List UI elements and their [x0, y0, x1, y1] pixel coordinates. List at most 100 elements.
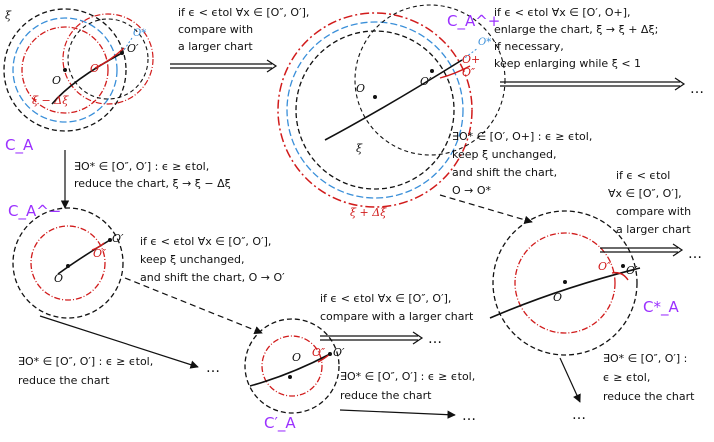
c-a-red-circle — [21, 26, 109, 114]
c-a-xi-minus-label: ξ − Δξ — [32, 94, 69, 107]
text-star-larger: if ϵ < ϵtol ∀x ∈ [O″, O′], compare with … — [608, 169, 691, 236]
c-a-odprime-label: O″ — [90, 62, 104, 75]
top1-line1: if ϵ < ϵtol ∀x ∈ [O″, O′], — [178, 6, 309, 19]
c-a-oprime-label: O′ — [127, 42, 139, 55]
c-a-blue-line — [121, 37, 133, 54]
text-star-reduce: ∃O* ∈ [O″, O′] : ϵ ≥ ϵtol, reduce the ch… — [603, 352, 695, 403]
c-a-label: C_A — [5, 136, 34, 155]
c-a-prime-o-dot — [288, 375, 292, 379]
star-larger-line3: compare with — [616, 205, 691, 218]
c-a-plus-oplus-label: O+ — [462, 53, 480, 66]
text-bottom-left: ∃O* ∈ [O″, O′] : ϵ ≥ ϵtol, reduce the ch… — [18, 355, 153, 387]
top1-line3: a larger chart — [178, 40, 253, 53]
arrow-top1-head — [266, 59, 278, 73]
c-a-blue-circle — [12, 17, 118, 123]
left-reduce-line1: ∃O* ∈ [O″, O′] : ϵ ≥ ϵtol, — [74, 160, 209, 173]
c-a-star-o-dot — [563, 280, 567, 284]
c-a-minus-oprime-label: O′ — [112, 232, 124, 245]
c-a-star-odprime-label: O″ — [598, 260, 612, 273]
chart-c-a-plus: O O′ O+ O″ O* ξ ξ + Δξ C_A^+ — [277, 4, 506, 219]
arrow-star-reduce — [559, 357, 581, 403]
text-top1: if ϵ < ϵtol ∀x ∈ [O″, O′], compare with … — [178, 6, 309, 53]
bottom-left-line2: reduce the chart — [18, 374, 110, 387]
prime-larger-line2: compare with a larger chart — [320, 310, 474, 323]
c-a-outer-circle — [3, 8, 127, 132]
ellipsis-prime-reduce: … — [462, 408, 476, 424]
prime-larger-line1: if ϵ < ϵtol ∀x ∈ [O″, O′], — [320, 292, 451, 305]
arrows — [39, 59, 686, 419]
c-a-o-label: O — [52, 74, 61, 87]
ellipses: … … … … … … — [206, 81, 704, 424]
arrow-shift-prime — [124, 277, 263, 335]
c-a-xi-label: ξ — [5, 9, 12, 22]
c-a-plus-label: C_A^+ — [447, 12, 500, 31]
c-a-minus-black-circle — [12, 207, 124, 319]
c-a-plus-oprime-dot — [430, 69, 434, 73]
c-a-plus-red-curve — [439, 65, 471, 79]
c-a-minus-curve — [57, 239, 111, 275]
c-a-shifted-black-circle — [67, 18, 149, 100]
c-a-minus-odprime-label: O″ — [93, 247, 107, 260]
prime-reduce-line1: ∃O* ∈ [O″, O′] : ϵ ≥ ϵtol, — [340, 370, 475, 383]
c-a-prime-black-circle — [244, 318, 340, 414]
arrow-prime-larger-head — [412, 331, 424, 345]
c-a-plus-black-circle — [295, 30, 455, 190]
arrow-shift-star — [439, 194, 533, 224]
prime-reduce-line2: reduce the chart — [340, 389, 432, 402]
c-a-plus-xi-plus-label: ξ + Δξ — [350, 206, 387, 219]
arrow-prime-reduce — [339, 409, 456, 419]
ellipsis-star: … — [688, 246, 702, 262]
c-a-prime-red-circle — [261, 335, 323, 397]
c-a-plus-xi-label: ξ — [356, 142, 363, 155]
c-a-minus-red-curve — [91, 242, 105, 251]
ellipsis-minus: … — [206, 360, 220, 376]
text-mid-shift: ∃O* ∈ [O′, O+] : ϵ ≥ ϵtol, keep ξ unchan… — [452, 130, 592, 197]
c-a-prime-curve — [249, 353, 331, 387]
top2-line3: if necessary, — [494, 40, 564, 53]
ellipsis-top: … — [690, 81, 704, 97]
top1-line2: compare with — [178, 23, 253, 36]
c-a-plus-odprime-label: O″ — [462, 66, 476, 79]
c-a-star-oprime-label: O′ — [626, 264, 638, 277]
text-minus-shift: if ϵ < ϵtol ∀x ∈ [O″, O′], keep ξ unchan… — [140, 235, 285, 284]
c-a-prime-oprime-label: O′ — [333, 346, 345, 359]
star-reduce-line1: ∃O* ∈ [O″, O′] : — [603, 352, 687, 365]
c-a-star-curve — [489, 267, 641, 319]
arrow-minus-reduce — [39, 315, 199, 369]
c-a-plus-curve — [324, 59, 463, 141]
ellipsis-prime-larger: … — [428, 331, 442, 347]
c-a-star-label: C*_A — [643, 298, 679, 317]
top2-line2: enlarge the chart, ξ → ξ + Δξ; — [494, 23, 658, 36]
arrow-star-larger-head — [672, 243, 684, 257]
c-a-ostar-label: O* — [133, 28, 146, 39]
ellipsis-star-reduce: … — [572, 407, 586, 423]
star-larger-line1: if ϵ < ϵtol — [616, 169, 670, 182]
star-reduce-line3: reduce the chart — [603, 390, 695, 403]
c-a-plus-shifted-circle — [354, 4, 506, 156]
mid-shift-line1: ∃O* ∈ [O′, O+] : ϵ ≥ ϵtol, — [452, 130, 592, 143]
c-a-shifted-red-circle — [62, 13, 154, 105]
c-a-plus-blue-line — [461, 47, 479, 61]
c-a-plus-o-label: O — [356, 82, 365, 95]
star-reduce-line2: ϵ ≥ ϵtol, — [603, 371, 650, 384]
c-a-star-red-curve — [611, 271, 629, 281]
c-a-star-oprime-dot — [621, 264, 625, 268]
top2-line1: if ϵ < ϵtol ∀x ∈ [O′, O+], — [494, 6, 630, 19]
c-a-minus-o-label: O — [54, 272, 63, 285]
c-a-plus-o-dot — [373, 95, 377, 99]
c-a-minus-oprime-dot — [108, 238, 112, 242]
arrow-top2-head — [674, 77, 686, 91]
c-a-prime-label: C′_A — [264, 414, 296, 433]
c-a-star-red-circle — [514, 232, 616, 334]
chart-c-a-minus: O O′ O″ C_A^− — [8, 202, 124, 319]
c-a-minus-red-circle — [30, 225, 106, 301]
minus-shift-line1: if ϵ < ϵtol ∀x ∈ [O″, O′], — [140, 235, 271, 248]
chart-c-a-star: O O′ O″ C*_A — [489, 210, 679, 356]
text-left-reduce: ∃O* ∈ [O″, O′] : ϵ ≥ ϵtol, reduce the ch… — [74, 160, 231, 190]
text-prime-larger: if ϵ < ϵtol ∀x ∈ [O″, O′], compare with … — [320, 292, 474, 323]
minus-shift-line3: and shift the chart, O → O′ — [140, 271, 285, 284]
chart-c-a: ξ O O′ O″ O* ξ − Δξ C_A — [3, 8, 154, 155]
c-a-plus-blue-circle — [286, 21, 464, 199]
c-a-oprime-dot — [120, 51, 124, 55]
